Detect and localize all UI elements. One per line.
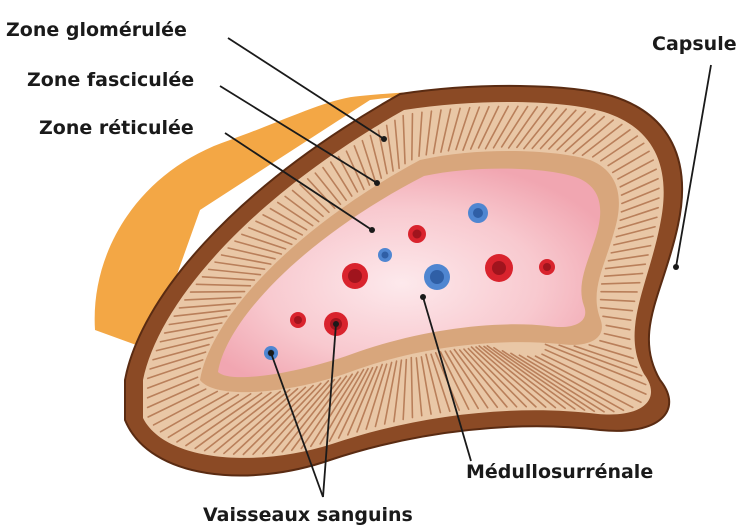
- label-zone-fasciculee: Zone fasciculée: [27, 69, 194, 91]
- label-vaisseaux-sanguins: Vaisseaux sanguins: [203, 504, 413, 526]
- leader-capsule: [676, 65, 711, 267]
- label-medullosurrenale: Médullosurrénale: [466, 461, 653, 483]
- label-capsule: Capsule: [652, 33, 737, 55]
- label-zone-reticulee: Zone réticulée: [39, 117, 194, 139]
- label-zone-glomerulee: Zone glomérulée: [6, 19, 187, 41]
- cortex-stripe: [191, 292, 245, 293]
- cortex-stripe: [412, 114, 413, 160]
